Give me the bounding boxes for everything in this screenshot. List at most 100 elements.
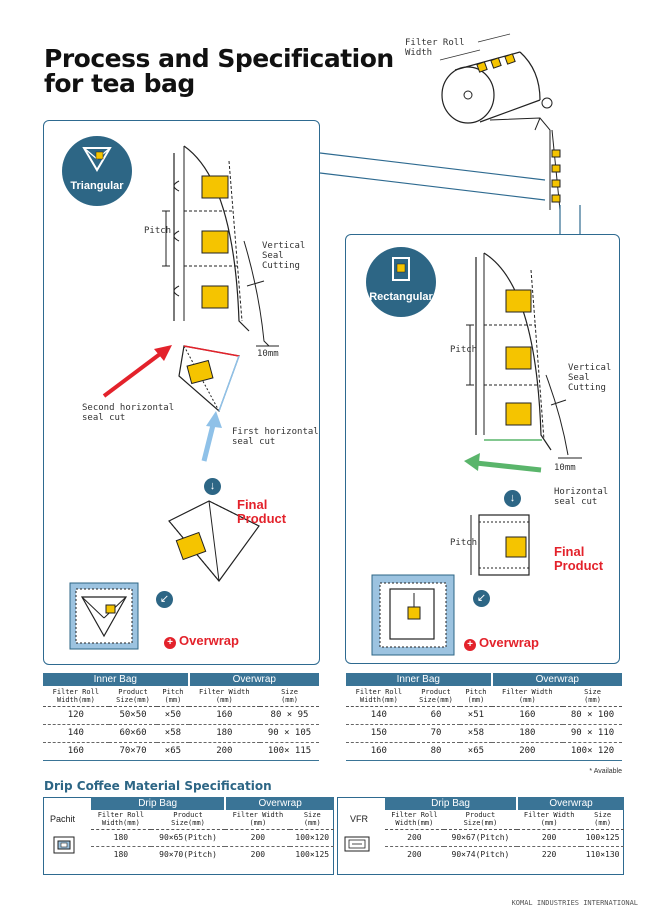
page-title: Process and Specification for tea bag	[44, 46, 394, 96]
table-row: 150 70 ×58 180 90 × 110	[346, 724, 622, 743]
vfr-label: VFR	[350, 814, 368, 824]
rectangular-pitch2-label: Pitch	[450, 538, 478, 548]
triangle-icon	[82, 147, 112, 172]
group-header-overwrap: Overwrap	[225, 797, 334, 810]
rectangular-vertical-seal-label: Vertical Seal Cutting	[568, 363, 612, 393]
rectangular-final-product: Final Product	[554, 544, 604, 573]
table-cell: 160	[188, 706, 261, 725]
triangular-final-product: Final Product	[237, 497, 287, 526]
table-cell: 160	[346, 742, 412, 761]
table-cell: 90 × 105	[260, 724, 319, 743]
rectangular-process-diagram	[371, 252, 582, 656]
table-cell: 80 × 100	[563, 706, 622, 725]
triangular-vertical-seal-label: Vertical Seal Cutting	[262, 241, 306, 271]
column-header: Filter Width (mm)	[225, 810, 291, 830]
table-cell: 50×50	[108, 706, 158, 725]
column-header: Size (mm)	[290, 810, 334, 830]
group-header-overwrap: Overwrap	[188, 673, 319, 686]
down-arrow-icon: ↓	[504, 490, 521, 507]
table-cell: 90 × 110	[563, 724, 622, 743]
table-cell: 110×130	[585, 850, 620, 860]
plus-icon: +	[164, 637, 176, 649]
table-row: 160 80 ×65 200 100× 120	[346, 742, 622, 761]
triangular-overwrap: +Overwrap	[164, 633, 239, 649]
table-cell: 220	[541, 850, 557, 860]
table-cell: ×58	[157, 724, 189, 743]
table-cell: 70×70	[108, 742, 158, 761]
column-header: Filter Roll Width(mm)	[385, 810, 444, 830]
triangular-badge-label: Triangular	[70, 180, 124, 192]
group-header-inner-bag: Inner Bag	[43, 673, 190, 686]
footer-company: KOMAL INDUSTRIES INTERNATIONAL	[511, 899, 638, 907]
table-cell: 160	[43, 742, 109, 761]
triangular-pitch-label: Pitch	[144, 226, 172, 236]
pachit-spec-box: Pachit Drip Bag Overwrap Filter Roll Wid…	[43, 797, 334, 875]
table-row: 180 90×65(Pitch) 200 100×120	[91, 829, 334, 847]
column-header: Filter Roll Width(mm)	[43, 686, 109, 707]
table-cell: 60	[411, 706, 461, 725]
down-arrow-icon: ↓	[204, 478, 221, 495]
table-row: 140 60 ×51 160 80 × 100	[346, 706, 622, 725]
table-cell: 100× 120	[563, 742, 622, 761]
triangular-overwrap-label: Overwrap	[179, 633, 239, 648]
table-row: 200 90×67(Pitch) 200 100×125	[385, 829, 624, 847]
table-cell: 180	[113, 850, 129, 860]
column-header: Product Size(mm)	[150, 810, 226, 830]
rectangular-dimension-label: 10mm	[554, 463, 576, 473]
table-cell: ×50	[157, 706, 189, 725]
table-row: 200 90×74(Pitch) 220 110×130	[385, 846, 624, 863]
rectangular-spec-table: Inner Bag Overwrap Filter Roll Width(mm)…	[346, 673, 622, 761]
column-header: Filter Roll Width(mm)	[346, 686, 412, 707]
table-cell: 200	[225, 829, 291, 847]
table-cell: ×65	[157, 742, 189, 761]
plus-icon: +	[464, 639, 476, 651]
filter-roll-label: Filter Roll Width	[405, 38, 465, 58]
second-seal-label: Second horizontal seal cut	[82, 403, 175, 423]
triangular-panel: Triangular	[43, 120, 320, 665]
vfr-spec-table: Drip Bag Overwrap Filter Roll Width(mm) …	[385, 797, 624, 863]
table-cell: 180	[491, 724, 564, 743]
title-line-2: for tea bag	[44, 69, 195, 98]
table-cell: ×65	[460, 742, 492, 761]
pachit-icon	[53, 836, 75, 854]
group-header-drip-bag: Drip Bag	[385, 797, 519, 810]
table-row: 180 90×70(Pitch) 200 100×125	[91, 846, 334, 863]
rectangular-overwrap-label: Overwrap	[479, 635, 539, 650]
title-line-1: Process and Specification	[44, 44, 394, 73]
column-header: Pitch (mm)	[460, 686, 492, 707]
table-cell: 90×67(Pitch)	[443, 829, 518, 847]
column-header: Product Size(mm)	[108, 686, 158, 707]
rectangular-panel: Rectangular Pitch Vertical Sea	[345, 234, 620, 664]
column-header: Filter Width (mm)	[491, 686, 564, 707]
table-row: 140 60×60 ×58 180 90 × 105	[43, 724, 319, 743]
table-cell: 150	[346, 724, 412, 743]
column-header: Filter Roll Width(mm)	[91, 810, 151, 830]
table-cell: 200	[188, 742, 261, 761]
table-cell: 200	[250, 850, 266, 860]
group-header-overwrap: Overwrap	[491, 673, 622, 686]
table-cell: 80	[411, 742, 461, 761]
rectangular-overwrap: +Overwrap	[464, 635, 539, 651]
diagonal-arrow-icon: ↙	[473, 590, 490, 607]
horizontal-seal-label: Horizontal seal cut	[554, 487, 609, 507]
rectangular-badge-label: Rectangular	[369, 291, 433, 303]
table-cell: 200	[491, 742, 564, 761]
table-row: 120 50×50 ×50 160 80 × 95	[43, 706, 319, 725]
first-seal-label: First horizontal seal cut	[232, 427, 319, 447]
diagonal-arrow-icon: ↙	[156, 591, 173, 608]
drip-section-title: Drip Coffee Material Specification	[44, 779, 272, 793]
column-header: Product Size(mm)	[443, 810, 518, 830]
table-cell: 200	[517, 829, 582, 847]
table-cell: 80 × 95	[260, 706, 319, 725]
pachit-label: Pachit	[50, 814, 76, 824]
table-cell: 70	[411, 724, 461, 743]
rectangular-pitch-label: Pitch	[450, 345, 478, 355]
table-cell: 200	[407, 850, 422, 860]
table-cell: 180	[91, 829, 151, 847]
group-header-inner-bag: Inner Bag	[346, 673, 493, 686]
table-cell: 200	[385, 829, 444, 847]
vfr-icon	[344, 836, 370, 852]
triangular-spec-table: Inner Bag Overwrap Filter Roll Width(mm)…	[43, 673, 319, 761]
triangular-badge: Triangular	[62, 136, 132, 206]
